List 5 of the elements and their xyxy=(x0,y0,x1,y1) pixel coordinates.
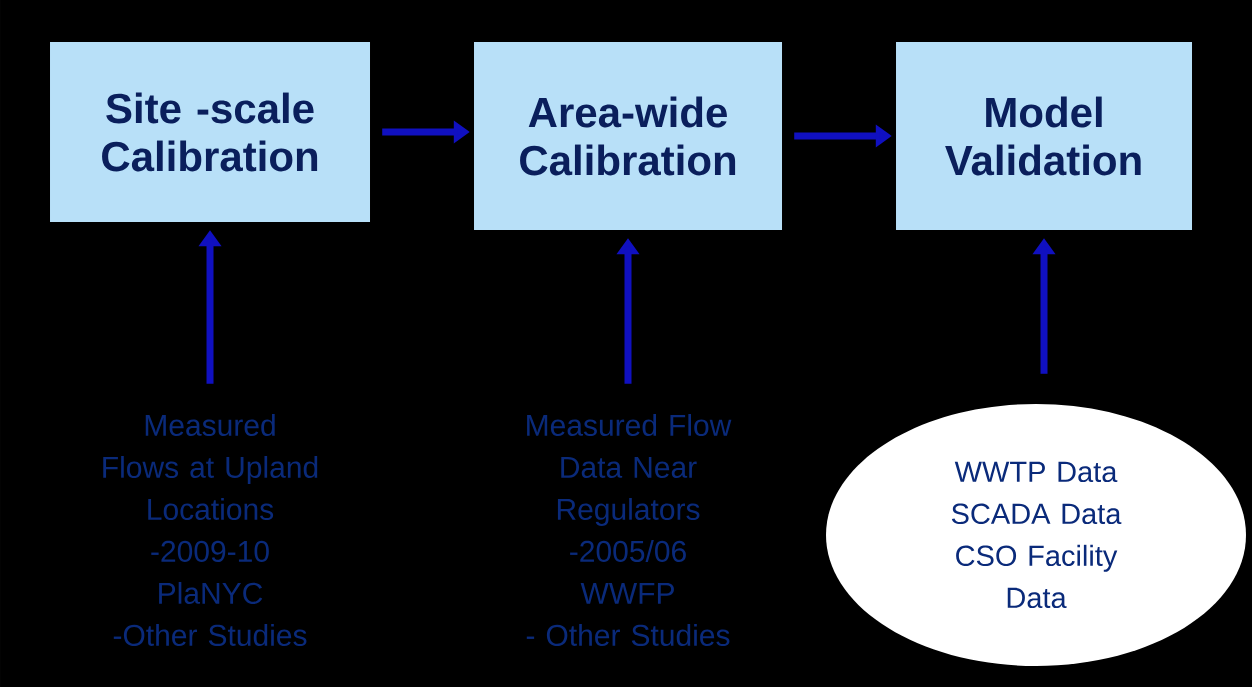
process-box: Model Validation xyxy=(896,42,1192,230)
process-box: Site -scale Calibration xyxy=(50,42,370,222)
source-text: Measured Flow Data Near Regulators -2005/06 WWFP - Other Studies xyxy=(526,413,732,646)
process-box: Area-wide Calibration xyxy=(474,42,782,230)
source-text: Measured Flows at Upland Locations -2009-10 PlaNYC -Other Studies xyxy=(103,413,318,646)
